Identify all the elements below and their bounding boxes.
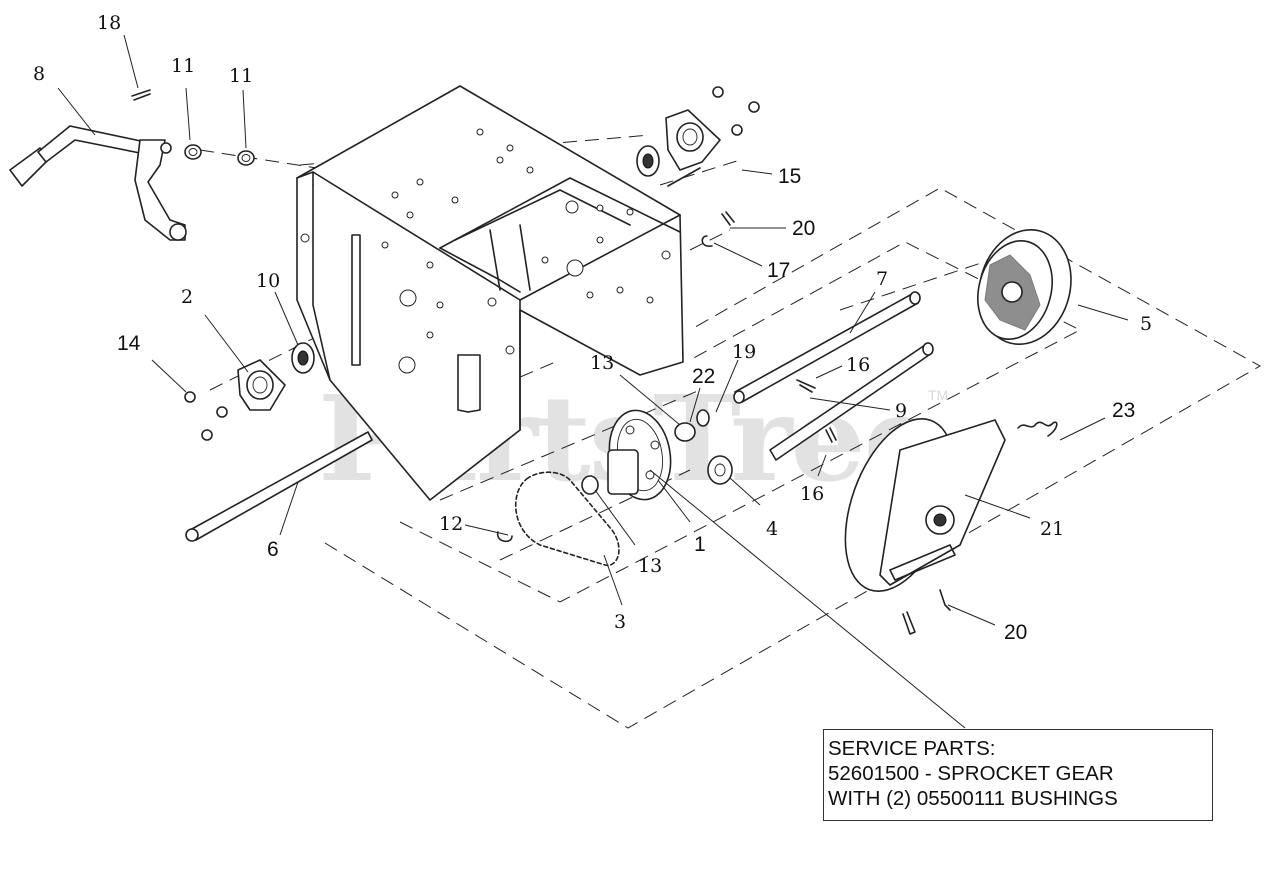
- clip-part-20-17: [701, 211, 735, 247]
- washer-part-19: [696, 409, 710, 427]
- callout-11: 11: [171, 55, 195, 77]
- bolts-part-14: [184, 391, 228, 441]
- callout-2: 2: [181, 286, 193, 308]
- callout-6: 6: [267, 538, 279, 561]
- callout-20: 20: [792, 217, 815, 240]
- pins-part-16: [796, 379, 837, 443]
- callout-8: 8: [33, 63, 45, 85]
- callout-15: 15: [778, 165, 801, 188]
- shaft-part-6: [185, 431, 373, 542]
- callout-21: 21: [1040, 518, 1064, 540]
- callout-10: 10: [256, 270, 280, 292]
- bearing-flange-part-2: [237, 359, 286, 411]
- shift-lever-part-8: [9, 125, 187, 241]
- leader-lines: [57, 34, 1129, 729]
- callout-22: 22: [692, 365, 715, 388]
- friction-disc-part-21: [844, 418, 1006, 592]
- callout-20: 20: [1004, 621, 1027, 644]
- washer-part-13: [581, 475, 599, 495]
- bearing-flange-top-part-15-area: [636, 86, 760, 187]
- service-note-line-1: SERVICE PARTS:: [828, 737, 996, 760]
- watermark-trademark: TM: [928, 387, 948, 403]
- callout-7: 7: [876, 268, 888, 290]
- callout-14: 14: [117, 332, 141, 355]
- service-parts-note: SERVICE PARTS: 52601500 - SPROCKET GEAR …: [823, 729, 1213, 821]
- spring-part-23: [1017, 421, 1058, 437]
- bushing-part-11: [184, 144, 255, 166]
- sprocket-part-4: [707, 455, 733, 485]
- callout-13: 13: [638, 555, 662, 577]
- callout-16: 16: [846, 354, 870, 376]
- shaft-part-7: [733, 291, 921, 404]
- callout-19: 19: [732, 341, 756, 363]
- callout-23: 23: [1112, 399, 1135, 422]
- callout-9: 9: [895, 400, 907, 422]
- callout-5: 5: [1140, 313, 1152, 335]
- frame-housing: [296, 85, 684, 501]
- service-note-line-3: WITH (2) 05500111 BUSHINGS: [828, 787, 1118, 810]
- bushing-part-22: [674, 422, 696, 442]
- sprocket-gear-part-1: [607, 409, 672, 501]
- callout-12: 12: [439, 513, 463, 535]
- callout-13: 13: [590, 352, 614, 374]
- callout-1: 1: [694, 533, 706, 556]
- callout-18: 18: [97, 12, 121, 34]
- bearing-part-10: [291, 342, 315, 374]
- callout-17: 17: [767, 259, 790, 282]
- clip-part-12: [496, 531, 513, 543]
- callout-labels: 18 8 11 11 15 20 17 7 5 2 10 14 13 22 19…: [33, 12, 1152, 644]
- service-note-line-2: 52601500 - SPROCKET GEAR: [828, 762, 1114, 785]
- callout-11: 11: [229, 65, 253, 87]
- shaft-part-9: [769, 342, 934, 461]
- cotter-pin-part-18: [131, 89, 151, 101]
- wheel-hub-part-5: [977, 228, 1072, 346]
- callout-16: 16: [800, 483, 824, 505]
- callout-4: 4: [766, 518, 778, 540]
- pins-part-20-bottom: [902, 589, 951, 635]
- chain-part-3: [515, 471, 620, 566]
- callout-3: 3: [614, 611, 626, 633]
